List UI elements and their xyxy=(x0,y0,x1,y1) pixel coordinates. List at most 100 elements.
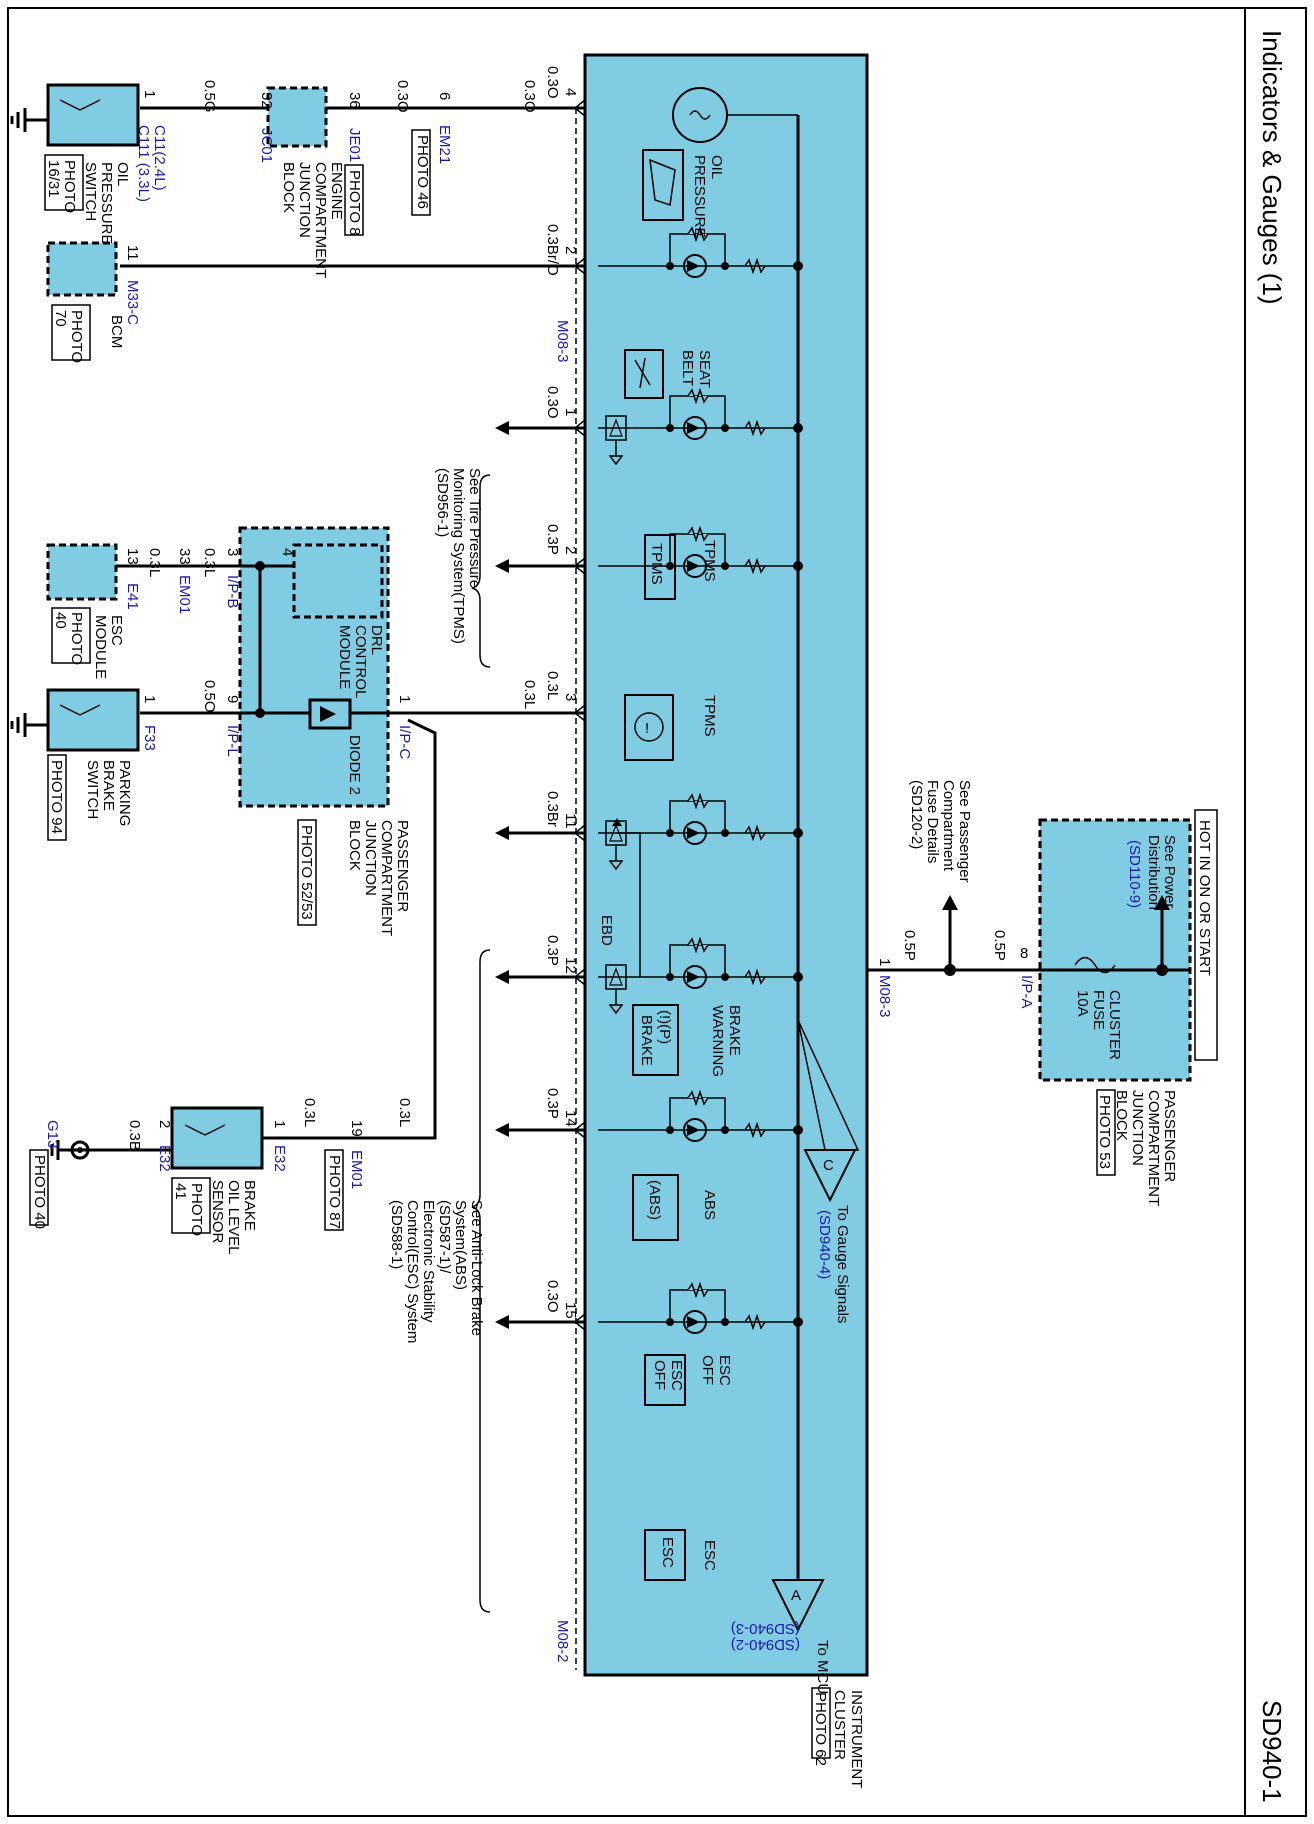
pin-8: 15 xyxy=(562,1302,579,1319)
ground-g13-icon xyxy=(70,1140,90,1160)
cluster-photo: PHOTO 62 xyxy=(812,1692,829,1766)
ground-icon xyxy=(10,108,48,132)
drl-pin: 4 xyxy=(279,548,296,556)
fuse-label-1: FUSE xyxy=(1090,990,1107,1030)
wire-label-4: 0.3L xyxy=(544,671,561,700)
led-icon xyxy=(683,965,707,989)
wire-label-7: 0.3P xyxy=(544,1088,561,1119)
mcu-ref: (SD940-2) xyxy=(731,1636,800,1653)
pbs-name-2: SWITCH xyxy=(84,760,101,819)
resistor-icon xyxy=(744,968,766,986)
abs-ref-5: (SD588-1) xyxy=(388,1200,405,1269)
right-jb-photo: PHOTO 53 xyxy=(1096,1095,1113,1169)
ipl-conn: I/P-L xyxy=(224,725,241,757)
ipc-pin: 1 xyxy=(396,695,413,703)
esc-label: ESC xyxy=(701,1540,718,1571)
bcm-name: BCM xyxy=(108,315,125,348)
oil-connector-1: C111 (3.3L) xyxy=(135,125,152,202)
oil-pressure-label-2: PRESSURE xyxy=(691,155,708,238)
bos-conn-out: E32 xyxy=(156,1145,173,1172)
wire-esc-em01: 0.3L xyxy=(146,548,163,577)
ipb-pin: 3 xyxy=(224,548,241,556)
pin-2: 1 xyxy=(562,408,579,416)
brake-icon-text-1: (!)(P) xyxy=(656,1010,673,1044)
page-code: SD940-1 xyxy=(1257,1700,1287,1803)
esc-off-label-2: OFF xyxy=(699,1355,716,1385)
connector-m08-3-top: M08-3 xyxy=(554,320,571,363)
page-title: Indicators & Gauges (1) xyxy=(1257,30,1287,305)
bcm-box xyxy=(46,241,118,297)
em21-photo: PHOTO 46 xyxy=(414,135,431,209)
ipl-pin: 9 xyxy=(224,695,241,703)
oil-pressure-switch-box xyxy=(46,83,140,147)
wire-bos-em01: 0.3L xyxy=(301,1098,318,1127)
wire-label-8: 0.3O xyxy=(544,1280,561,1313)
oil-pin: 1 xyxy=(141,90,158,98)
diode-indicator-icon xyxy=(612,818,622,826)
fuse-connector: I/P-A xyxy=(1018,975,1035,1008)
wire-label-3: 0.3P xyxy=(544,524,561,555)
wire-em01-ipb: 0.3L xyxy=(201,548,218,577)
tpms-label-2: TPMS xyxy=(701,695,718,737)
see-power-1: Distribution xyxy=(1145,835,1162,910)
cluster-label-2: CLUSTER xyxy=(831,1690,848,1760)
pj-left-name-1: COMPARTMENT xyxy=(378,820,395,936)
pin-7: 14 xyxy=(562,1110,579,1127)
esc-name-1: MODULE xyxy=(92,615,109,679)
wire-label-5: 0.3Br xyxy=(544,791,561,827)
wire-fuse-to-splice: 0.5P xyxy=(991,930,1008,961)
connector-a-label: A xyxy=(791,1587,801,1604)
abs-ref-4: Control(ESC) System xyxy=(404,1200,421,1343)
resistor-icon xyxy=(744,1121,766,1139)
wire-label-2: 0.3O xyxy=(544,386,561,419)
abs-ref-2: (SD587-1)/ xyxy=(436,1200,453,1274)
passenger-fuse-ref: See Passenger xyxy=(956,780,973,883)
abs-ref-1: System(ABS) xyxy=(452,1200,469,1290)
oil-connector: C11(2.4L) xyxy=(151,125,168,191)
diode-label: DIODE 2 xyxy=(346,735,363,795)
resistor-icon xyxy=(744,1313,766,1331)
pbs-name-1: BRAKE xyxy=(100,760,117,811)
abs-icon-text: (ABS) xyxy=(646,1180,663,1220)
esc-module-box xyxy=(46,543,118,601)
led-icon xyxy=(683,821,707,845)
bos-name: BRAKE xyxy=(241,1180,258,1231)
wire-label-0: 0.3O xyxy=(544,66,561,99)
page-border xyxy=(7,7,1307,1817)
brake-oil-sensor-box xyxy=(170,1106,264,1170)
connector-m08-3-right: M08-3 xyxy=(876,975,893,1018)
right-jb-name-2: JUNCTION xyxy=(1129,1090,1146,1166)
tire-pressure-icon xyxy=(624,694,674,761)
ej-pin-right: 36 xyxy=(346,92,363,109)
brake-warning-icon xyxy=(632,1004,679,1076)
parking-ground-icon xyxy=(10,713,48,737)
connector-a-icon xyxy=(771,1579,825,1633)
oil-pressure-label-1: OIL xyxy=(708,155,725,179)
bos-pin-out: 2 xyxy=(156,1120,173,1128)
pj-left-photo: PHOTO 52/53 xyxy=(298,825,315,920)
em21-pin: 6 xyxy=(436,92,453,100)
wire-em01-cluster: 0.3L xyxy=(396,1098,413,1127)
wire-splice-to-cluster: 0.5P xyxy=(901,930,918,961)
seat-belt-label-2: BELT xyxy=(679,350,696,386)
led-icon xyxy=(683,1310,707,1334)
ej-photo: PHOTO 8 xyxy=(346,170,363,236)
pin-3: 2 xyxy=(562,546,579,554)
resistor-icon xyxy=(744,824,766,842)
instrument-cluster-box xyxy=(583,53,869,1677)
bcm-pin: 11 xyxy=(124,245,141,261)
right-jb-name-1: COMPARTMENT xyxy=(1145,1090,1162,1206)
drl-control-module xyxy=(292,543,384,619)
bos-photo-1: 41 xyxy=(172,1183,189,1200)
cluster-fuse-icon xyxy=(1074,956,1116,974)
ej-conn-right: JE01 xyxy=(346,128,363,162)
pj-left-name-2: JUNCTION xyxy=(362,820,379,896)
ej-conn-left: JC01 xyxy=(258,128,275,163)
em01-brake-conn: EM01 xyxy=(348,1150,365,1189)
svg-text:!: ! xyxy=(645,720,649,737)
ebd-label: EBD xyxy=(598,915,615,946)
esc-pin: 13 xyxy=(124,548,141,565)
led-icon xyxy=(683,254,707,278)
connector-c-label: C xyxy=(823,1157,834,1174)
